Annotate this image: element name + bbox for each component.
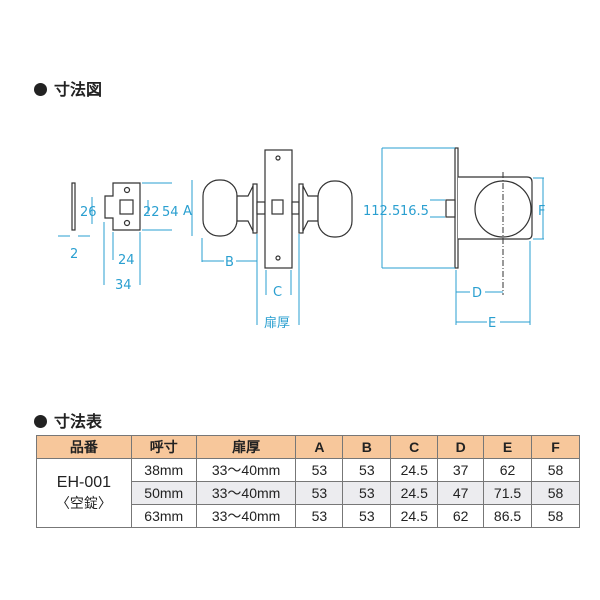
dimension-diagram: 2 26 22 54 24 34 A B C 扉厚 112.5 16.5 F D…: [58, 147, 545, 331]
dim-34: 34: [115, 278, 132, 293]
col-header: 呼寸: [130, 435, 197, 459]
bullet-icon: [34, 415, 47, 428]
cell: 33〜40mm: [195, 458, 297, 482]
model-number: EH-001: [56, 474, 112, 491]
dim-D: D: [472, 286, 482, 301]
cell: 53: [342, 458, 392, 482]
col-header: D: [437, 435, 485, 459]
dim-22: 22: [143, 205, 160, 220]
col-header: 扉厚: [195, 435, 297, 459]
cell: 38mm: [130, 458, 197, 482]
model-cell: EH-001 〈空錠〉: [36, 458, 132, 528]
dimension-diagram-heading: 寸法図: [34, 76, 102, 100]
cell: 47: [437, 481, 485, 505]
dimension-table-heading: 寸法表: [34, 408, 102, 432]
strike-plate-side: [71, 182, 76, 231]
dim-24: 24: [118, 253, 135, 268]
col-header: B: [342, 435, 392, 459]
col-header: F: [531, 435, 580, 459]
dim-26: 26: [80, 205, 97, 220]
dim-54: 54: [162, 205, 179, 220]
cell: 33〜40mm: [195, 481, 297, 505]
model-type: 〈空錠〉: [55, 495, 112, 511]
cell: 53: [295, 458, 344, 482]
dim-2: 2: [70, 247, 78, 262]
col-header: E: [483, 435, 533, 459]
cell: 53: [295, 481, 344, 505]
knob-right: [317, 180, 353, 238]
dim-C: C: [273, 285, 282, 300]
cell: 62: [483, 458, 533, 482]
cell: 58: [531, 504, 580, 528]
knob-left: [202, 179, 238, 237]
col-header: C: [390, 435, 439, 459]
cell: 71.5: [483, 481, 533, 505]
dim-E: E: [488, 316, 496, 331]
cell: 58: [531, 481, 580, 505]
cell: 86.5: [483, 504, 533, 528]
cell: 53: [295, 504, 344, 528]
heading-text: 寸法図: [54, 80, 103, 99]
dim-door-thickness: 扉厚: [264, 315, 290, 331]
cell: 53: [342, 481, 392, 505]
dim-16-5: 16.5: [400, 204, 429, 219]
heading-text: 寸法表: [54, 412, 103, 431]
dim-B: B: [225, 255, 234, 270]
cell: 63mm: [130, 504, 197, 528]
cell: 50mm: [130, 481, 197, 505]
cell: 62: [437, 504, 485, 528]
col-header: A: [295, 435, 344, 459]
col-header: 品番: [36, 435, 132, 459]
cell: 24.5: [390, 481, 439, 505]
cell: 24.5: [390, 504, 439, 528]
dim-112-5: 112.5: [363, 204, 400, 219]
bullet-icon: [34, 83, 47, 96]
cell: 24.5: [390, 458, 439, 482]
cell: 53: [342, 504, 392, 528]
cell: 37: [437, 458, 485, 482]
cell: 33〜40mm: [195, 504, 297, 528]
dim-F: F: [538, 204, 545, 219]
cell: 58: [531, 458, 580, 482]
dim-A: A: [183, 204, 192, 219]
